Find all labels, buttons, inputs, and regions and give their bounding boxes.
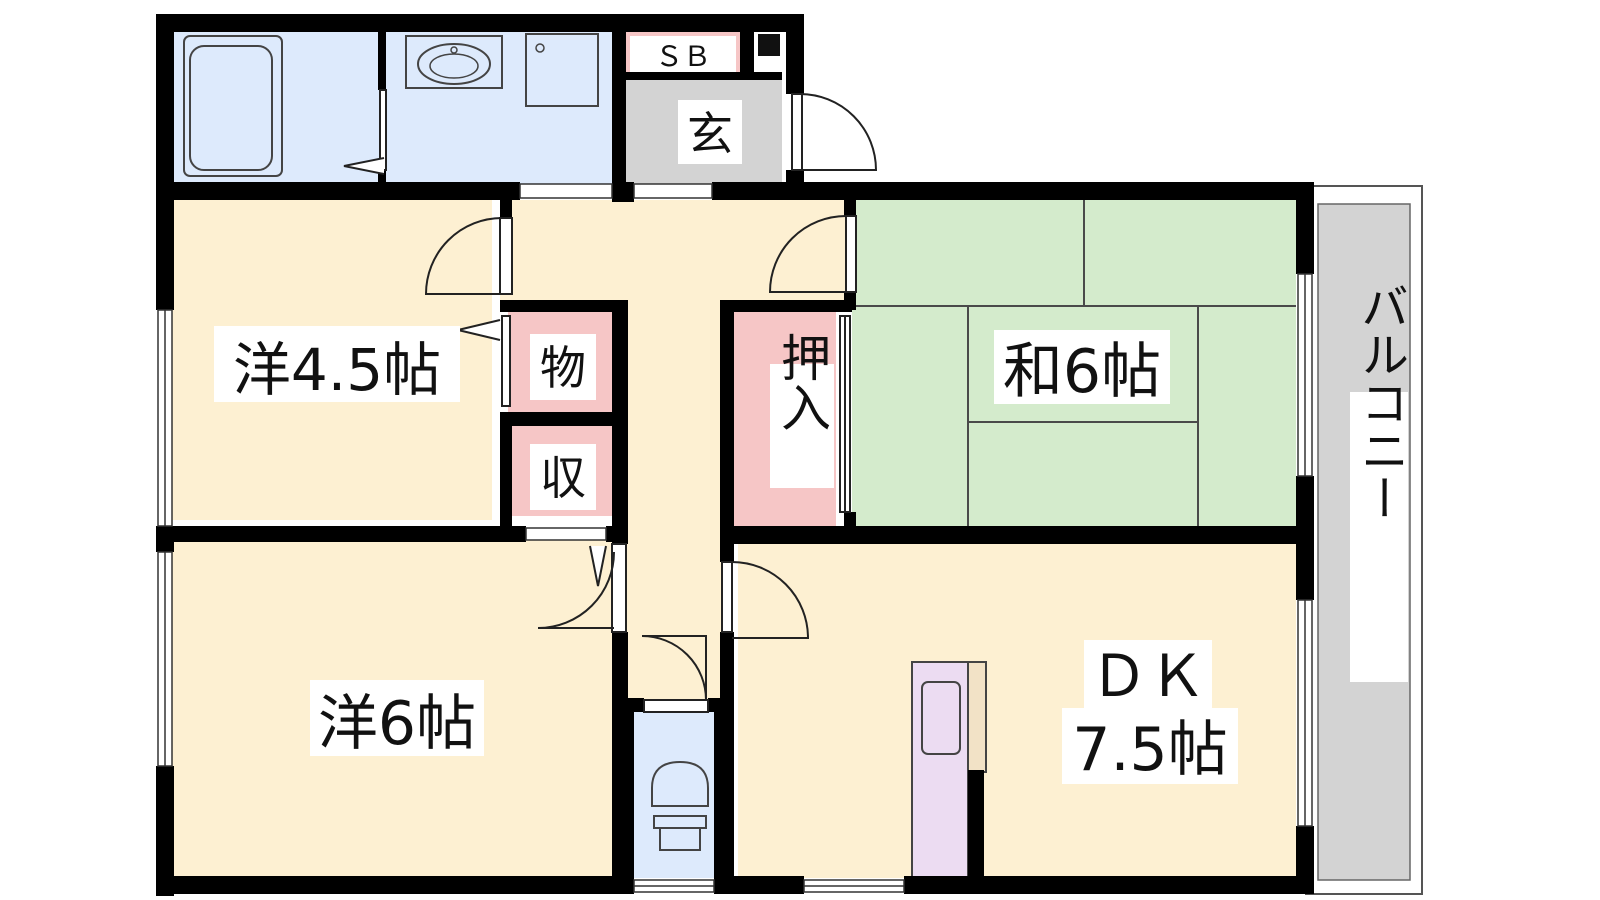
labels: ＳＢ 玄 洋4.5帖 物 収 押入 和6帖 バルコニー 洋6帖 ＤＫ 7.5帖 — [214, 36, 1408, 785]
western-large-door[interactable] — [537, 543, 627, 633]
hallway-floor-corridor — [620, 300, 730, 700]
western-small-label: 洋4.5帖 — [233, 336, 441, 404]
storage-mono-door[interactable] — [501, 315, 511, 407]
kitchen-counter — [911, 661, 987, 879]
wash-basin — [405, 35, 503, 89]
western-large-label: 洋6帖 — [318, 689, 476, 759]
tatami-lines — [852, 200, 1296, 528]
closet-doors[interactable] — [839, 315, 851, 513]
dk-label-line2: 7.5帖 — [1072, 715, 1227, 785]
closet-oshiire-label: 押入 — [773, 332, 831, 432]
balcony-label: バルコニー — [1352, 282, 1408, 522]
storage-shu-label: 収 — [540, 451, 586, 505]
dk-door[interactable] — [721, 561, 810, 639]
front-door[interactable] — [791, 93, 878, 171]
toilet-fixture — [651, 760, 709, 851]
dk-label-line1: ＤＫ — [1090, 642, 1206, 710]
windows — [157, 183, 1313, 893]
bathroom-door[interactable] — [343, 89, 387, 175]
japanese-room-door[interactable] — [768, 215, 857, 293]
japanese-room-label: 和6帖 — [1003, 337, 1161, 407]
entrance-label: 玄 — [687, 107, 733, 161]
pipe-shaft — [758, 34, 780, 56]
storage-mono-label: 物 — [540, 341, 586, 395]
doors[interactable] — [343, 89, 878, 713]
walls — [156, 14, 1314, 896]
washing-machine-space — [525, 33, 599, 107]
shoe-box-label: ＳＢ — [655, 40, 711, 73]
bathtub — [183, 35, 283, 177]
hallway-floor — [500, 200, 852, 308]
toilet-door[interactable] — [641, 635, 709, 713]
